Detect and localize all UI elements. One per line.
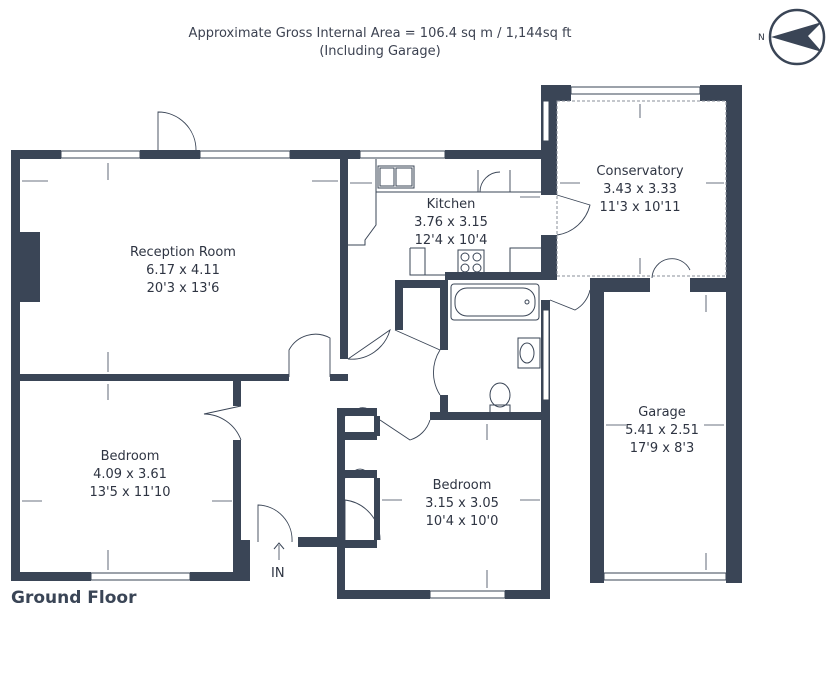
bath-icon — [450, 283, 540, 321]
room-bedroom-2: Bedroom 3.15 x 3.05 10'4 x 10'0 — [425, 478, 499, 529]
room-name: Bedroom — [101, 449, 160, 464]
room-imperial: 12'4 x 10'4 — [415, 233, 488, 248]
room-metric: 4.09 x 3.61 — [93, 467, 167, 482]
room-conservatory: Conservatory 3.43 x 3.33 11'3 x 10'11 — [596, 164, 683, 215]
toilet-icon — [489, 382, 511, 408]
room-imperial: 13'5 x 11'10 — [89, 485, 170, 500]
area-heading: Approximate Gross Internal Area = 106.4 … — [188, 26, 572, 41]
room-imperial: 10'4 x 10'0 — [426, 514, 499, 529]
room-garage: Garage 5.41 x 2.51 17'9 x 8'3 — [625, 405, 699, 456]
room-kitchen: Kitchen 3.76 x 3.15 12'4 x 10'4 — [414, 197, 488, 248]
room-name: Kitchen — [427, 197, 476, 212]
sink-icon — [377, 165, 415, 189]
room-imperial: 17'9 x 8'3 — [630, 441, 694, 456]
room-name: Garage — [638, 405, 686, 420]
compass-north-label: N — [758, 33, 765, 43]
room-name: Reception Room — [130, 245, 236, 260]
room-name: Bedroom — [433, 478, 492, 493]
bathroom-fittings — [450, 283, 541, 414]
room-imperial: 20'3 x 13'6 — [147, 281, 220, 296]
room-bedroom-1: Bedroom 4.09 x 3.61 13'5 x 11'10 — [89, 449, 170, 500]
compass-icon: N — [758, 8, 826, 66]
room-metric: 5.41 x 2.51 — [625, 423, 699, 438]
room-metric: 3.43 x 3.33 — [603, 182, 677, 197]
room-metric: 3.15 x 3.05 — [425, 496, 499, 511]
area-subheading: (Including Garage) — [319, 44, 441, 59]
room-metric: 3.76 x 3.15 — [414, 215, 488, 230]
dimension-arrows — [22, 104, 724, 588]
windows — [60, 86, 727, 599]
room-imperial: 11'3 x 10'11 — [599, 200, 680, 215]
room-reception: Reception Room 6.17 x 4.11 20'3 x 13'6 — [130, 245, 236, 296]
floor-title: Ground Floor — [11, 588, 137, 608]
basin-icon — [517, 337, 541, 369]
entrance-arrow-icon — [273, 542, 285, 560]
doors — [157, 111, 691, 543]
room-name: Conservatory — [596, 164, 683, 179]
hob-icon — [457, 249, 485, 275]
entrance-label: IN — [271, 566, 285, 581]
walls — [11, 85, 742, 599]
room-metric: 6.17 x 4.11 — [146, 263, 220, 278]
kitchen-fittings — [348, 159, 541, 276]
conservatory-outline — [556, 100, 727, 277]
